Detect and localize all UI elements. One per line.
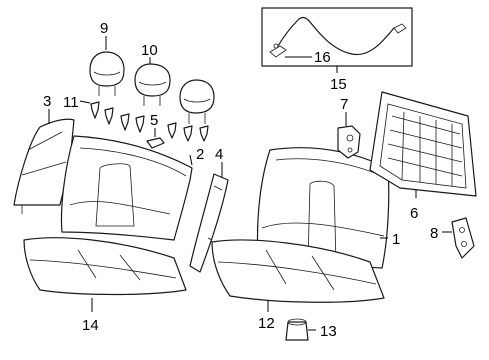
callout-14: 14 [82, 317, 99, 334]
headrest-right [179, 79, 215, 124]
callout-1: 1 [392, 231, 400, 248]
part-10-callout: 10 [141, 42, 158, 64]
callout-2: 2 [196, 146, 204, 163]
part-5-latch [146, 137, 165, 149]
part-2-callout: 2 [189, 146, 204, 166]
part-4-callout: 4 [215, 146, 223, 178]
callout-12: 12 [258, 315, 275, 332]
part-5-callout: 5 [150, 112, 158, 137]
callout-13: 13 [320, 323, 337, 340]
part-15-callout: 15 [330, 66, 347, 93]
callout-16: 16 [314, 49, 331, 66]
part-7-bracket [337, 125, 361, 159]
part-6-callout: 6 [410, 190, 418, 222]
callout-5: 5 [150, 112, 158, 129]
part-14-seat-cushion-left [23, 237, 187, 296]
callout-15: 15 [330, 76, 347, 93]
part-9-headrest [89, 51, 125, 96]
part-2-seat-back-left [60, 135, 193, 241]
part-12-callout: 12 [258, 300, 275, 332]
callout-3: 3 [43, 93, 51, 110]
part-4-side-trim [189, 173, 229, 273]
part-10-headrest [134, 63, 171, 106]
part-12-seat-cushion-right [211, 239, 385, 303]
part-11-callout: 11 [63, 94, 91, 111]
callout-11: 11 [63, 94, 79, 111]
callout-8: 8 [430, 225, 438, 242]
callout-9: 9 [100, 20, 108, 37]
part-9-callout: 9 [100, 20, 108, 50]
part-1-callout: 1 [380, 231, 400, 248]
part-13-callout: 13 [308, 323, 337, 340]
part-16-callout: 16 [285, 49, 331, 66]
part-14-callout: 14 [82, 298, 99, 334]
part-8-hinge-bracket [451, 217, 475, 259]
part-3-callout: 3 [43, 93, 51, 124]
callout-10: 10 [141, 42, 158, 59]
part-8-callout: 8 [430, 225, 452, 242]
part-13-cap [285, 318, 309, 341]
callout-6: 6 [410, 205, 418, 222]
part-6-seat-back-frame [369, 91, 477, 197]
part-15-release-cable-box [261, 7, 413, 67]
part-7-callout: 7 [340, 96, 348, 126]
part-11-headrest-guides [90, 101, 209, 142]
callout-7: 7 [340, 96, 348, 113]
callout-4: 4 [215, 146, 223, 163]
